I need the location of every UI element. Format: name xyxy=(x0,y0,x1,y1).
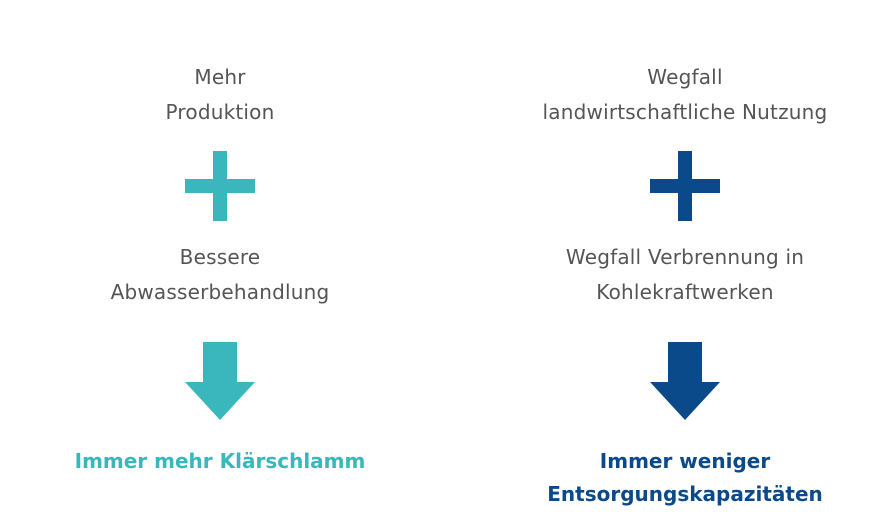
right-result-line2: Entsorgungskapazitäten xyxy=(547,482,823,506)
right-mid-line2: Kohlekraftwerken xyxy=(596,280,774,304)
left-result: Immer mehr Klärschlamm xyxy=(50,445,390,478)
left-column: Mehr Produktion Bessere Abwasserbehandlu… xyxy=(50,0,390,518)
right-result: Immer weniger Entsorgungskapazitäten xyxy=(515,445,855,511)
left-mid-line1: Bessere xyxy=(179,245,261,269)
left-top-line2: Produktion xyxy=(165,100,275,124)
left-mid-text: Bessere Abwasserbehandlung xyxy=(50,240,390,310)
right-mid-text: Wegfall Verbrennung in Kohlekraftwerken xyxy=(515,240,855,310)
arrow-down-icon xyxy=(185,342,255,420)
left-mid-line2: Abwasserbehandlung xyxy=(110,280,330,304)
right-top-line2: landwirtschaftliche Nutzung xyxy=(542,100,828,124)
right-result-line1: Immer weniger xyxy=(599,449,771,473)
right-mid-line1: Wegfall Verbrennung in xyxy=(565,245,805,269)
plus-icon xyxy=(185,151,255,221)
left-top-line1: Mehr xyxy=(194,65,246,89)
left-top-text: Mehr Produktion xyxy=(50,60,390,130)
right-top-text: Wegfall landwirtschaftliche Nutzung xyxy=(515,60,855,130)
left-result-line1: Immer mehr Klärschlamm xyxy=(74,449,366,473)
right-column: Wegfall landwirtschaftliche Nutzung Wegf… xyxy=(515,0,855,518)
plus-icon xyxy=(650,151,720,221)
right-top-line1: Wegfall xyxy=(647,65,723,89)
arrow-down-icon xyxy=(650,342,720,420)
